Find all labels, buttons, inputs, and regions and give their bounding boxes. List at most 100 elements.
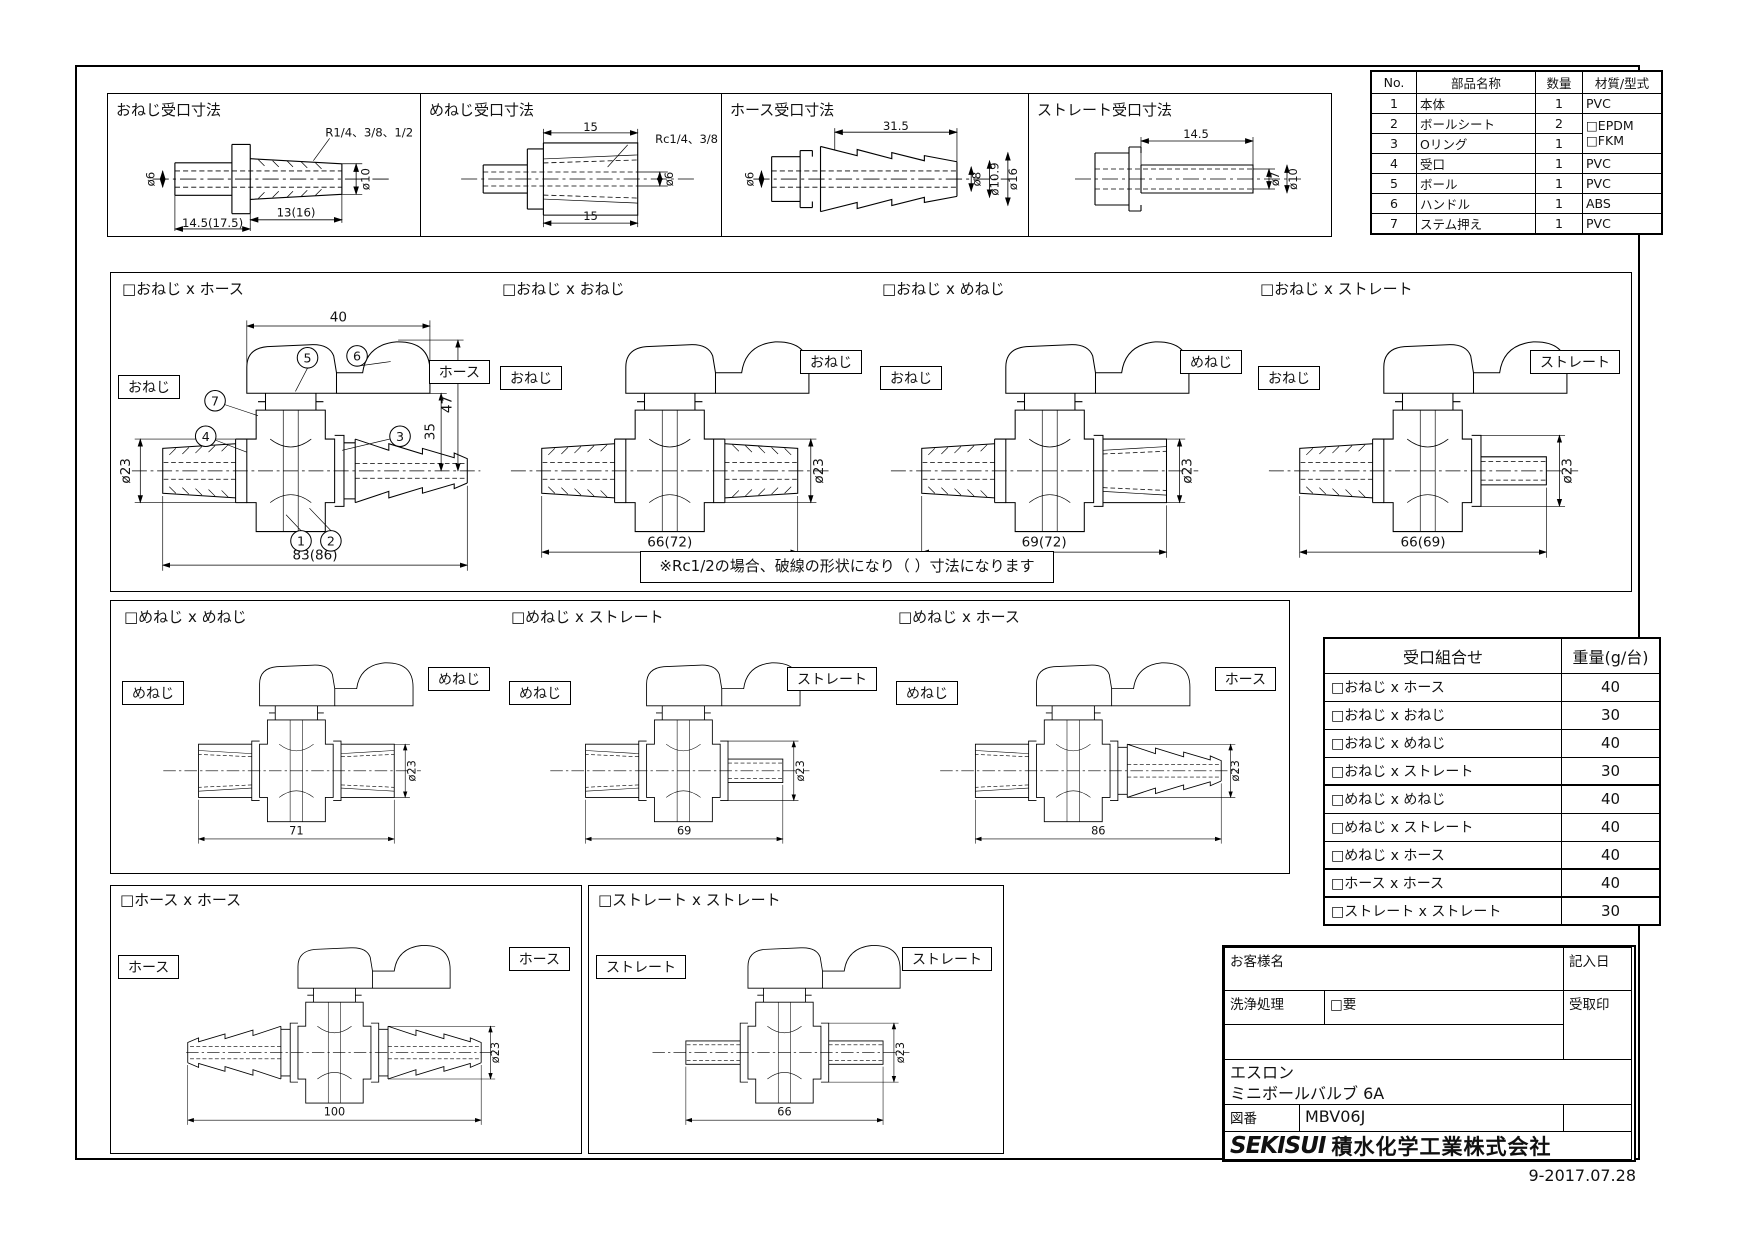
port-label: おねじ (800, 350, 862, 375)
dim-label: 13(16) (277, 206, 316, 220)
weight-value: 40 (1561, 728, 1661, 758)
combo-label: □めねじ x ホース (1323, 840, 1562, 870)
port-label: ストレート (596, 955, 686, 980)
valve-drawing-svg: 100 ø23 (186, 945, 502, 1125)
callout-number: 2 (327, 534, 335, 549)
dim-label: 47 (439, 396, 455, 413)
combo-label: □おねじ x ストレート (1323, 756, 1562, 786)
customer-name-cell: お客様名 (1224, 947, 1564, 991)
port-label: おねじ (1258, 365, 1320, 390)
dim-label: 15 (583, 120, 598, 134)
dim-label: 71 (289, 823, 303, 837)
part-material-merged: □EPDM □FKM (1582, 112, 1663, 154)
valve-drawing-svg: 86 ø23 (940, 662, 1242, 844)
assembly-male-male: □おねじ x おねじ おねじ おねじ 66(72) ø23 (494, 276, 868, 586)
drawing-title: □ストレート x ストレート (598, 891, 781, 909)
dim-label: ø10.9 (988, 162, 1002, 195)
detail-view-straight: ストレート受口寸法 14.5 ø7 ø10 (1028, 93, 1332, 237)
dim-label: 31.5 (883, 120, 909, 133)
sekisui-logo: SEKISUI (1230, 1132, 1326, 1159)
dim-label: ø23 (118, 458, 134, 484)
callout-number: 1 (297, 534, 305, 549)
dim-label: ø23 (894, 1042, 907, 1063)
callout-balloon (296, 346, 319, 369)
part-qty: 1 (1535, 212, 1583, 234)
port-label: ストレート (902, 947, 992, 972)
combo-label: □おねじ x おねじ (1323, 700, 1562, 730)
dim-label: R1/4、3/8、1/2 (325, 125, 413, 139)
dim-label: 66(69) (1401, 535, 1446, 551)
drawing-title: □めねじ x ホース (898, 608, 1020, 626)
dim-label: ø16 (1006, 168, 1020, 190)
valve-drawing-svg: 69(72) ø23 (890, 341, 1199, 558)
dim-label: 14.5 (1183, 127, 1209, 141)
dim-label: ø23 (404, 760, 418, 781)
dim-label: ø8 (969, 172, 983, 187)
part-material: □EPDM (1586, 118, 1634, 133)
detail-title: ホース受口寸法 (730, 101, 835, 119)
brand-name: エスロン (1230, 1063, 1295, 1082)
dim-label: 100 (324, 1106, 345, 1119)
valve-drawing-svg: 69 ø23 (550, 662, 810, 844)
dim-label: 86 (1091, 823, 1105, 837)
drawing-title: □ホース x ホース (120, 891, 242, 909)
dim-label: 35 (423, 423, 439, 440)
callout-number: 4 (202, 429, 210, 444)
part-qty: 1 (1535, 192, 1583, 214)
dim-label: 14.5(17.5) (182, 216, 243, 230)
port-label: おねじ (500, 365, 562, 390)
detail-title: めねじ受口寸法 (429, 101, 535, 119)
callout-number: 5 (304, 350, 312, 365)
part-name: ボール (1416, 172, 1536, 194)
combo-label: □ストレート x ストレート (1323, 896, 1562, 926)
table-row: 1 本体 1 PVC (1370, 92, 1663, 114)
weight-value: 30 (1561, 700, 1661, 730)
drawing-title: □めねじ x めねじ (124, 608, 247, 626)
receipt-stamp-cell: 受取印 (1563, 990, 1632, 1060)
drawing-title: □おねじ x おねじ (502, 280, 625, 298)
drawing-title: □おねじ x ストレート (1260, 280, 1413, 298)
weight-value: 40 (1561, 812, 1661, 842)
parts-header-qty: 数量 (1535, 70, 1583, 94)
table-row: 2 ボールシート 2 □EPDM □FKM (1370, 112, 1663, 154)
hose-detail-svg: 31.5 ø6 ø8 ø10.9 ø16 (742, 120, 1021, 213)
dim-label: ø6 (662, 172, 676, 186)
entry-date-cell: 記入日 (1563, 947, 1632, 991)
port-label: ストレート (1530, 350, 1620, 375)
combo-label: □おねじ x ホース (1323, 672, 1562, 702)
assembly-male-hose: □おねじ x ホース おねじ ホース 83(86) ø23 40 35 47 5… (114, 276, 490, 586)
part-material: ABS (1582, 192, 1663, 214)
assembly-row-3-box-b (588, 885, 1004, 1154)
dim-label: 15 (583, 209, 598, 223)
drawing-title: □おねじ x めねじ (882, 280, 1005, 298)
part-no: 2 (1370, 112, 1417, 134)
weight-value: 40 (1561, 868, 1661, 898)
part-no: 7 (1370, 212, 1417, 234)
drawing-frame (75, 65, 1640, 1160)
part-name: ボールシート (1416, 112, 1536, 134)
part-no: 5 (1370, 172, 1417, 194)
dim-label: ø23 (1180, 458, 1196, 484)
assembly-row-2-box (110, 600, 1290, 874)
callout-balloon (204, 389, 226, 412)
table-row: 6 ハンドル 1 ABS (1370, 192, 1663, 214)
parts-header-name: 部品名称 (1416, 70, 1536, 94)
port-label: めねじ (896, 680, 958, 705)
assembly-row-3-box-a (110, 885, 582, 1154)
weight-value: 30 (1561, 756, 1661, 786)
part-name: ステム押え (1416, 212, 1536, 234)
port-label: めねじ (428, 667, 490, 692)
part-material: PVC (1582, 152, 1663, 174)
part-qty: 2 (1535, 112, 1583, 134)
assembly-hose-hose: □ホース x ホース ホース ホース 100 ø23 (112, 887, 576, 1149)
callout-number: 6 (353, 349, 361, 364)
company-name: 積水化学工業株式会社 (1331, 1134, 1552, 1159)
dim-label: 69 (677, 823, 691, 837)
part-material: □FKM (1586, 133, 1624, 148)
straight-detail-svg: 14.5 ø7 ø10 (1075, 127, 1301, 212)
